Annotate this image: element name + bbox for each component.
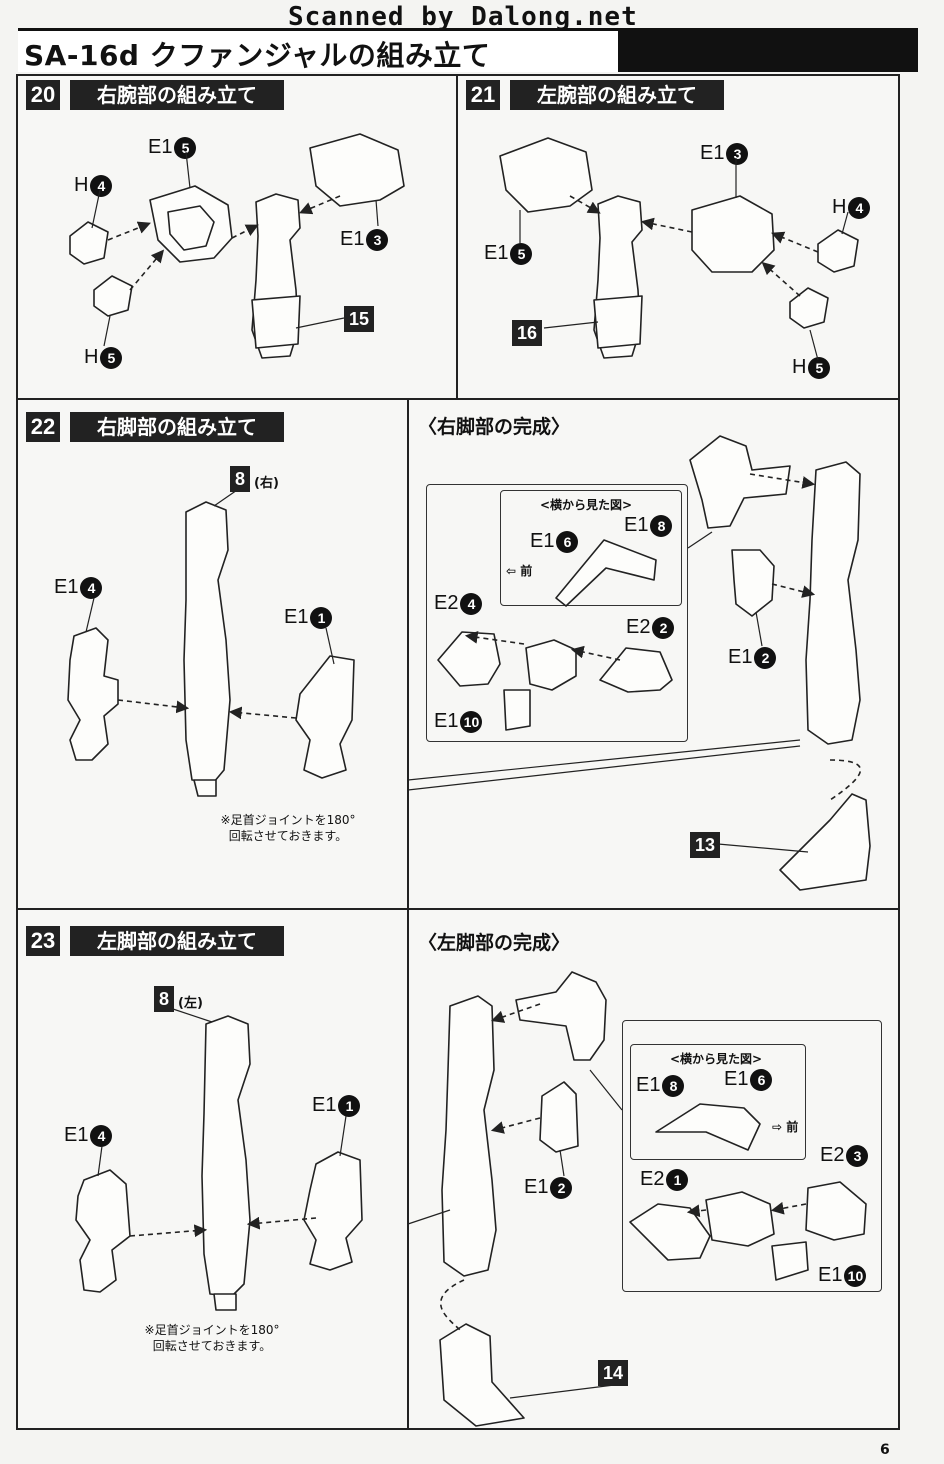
detail-inset — [426, 484, 688, 742]
side-view-title: <横から見た図> — [540, 498, 633, 512]
ankle-note: ※足首ジョイントを180° 回転させておきます。 — [220, 813, 356, 843]
front-indicator: ⇦ 前 — [506, 564, 533, 578]
front-indicator: ⇨ 前 — [772, 1120, 799, 1134]
assembly-ref: 8 — [154, 986, 174, 1012]
side-view-inset — [500, 490, 682, 606]
title-bar — [18, 28, 918, 72]
section-title: 〈右脚部の完成〉 — [418, 416, 571, 438]
assembly-ref: 16 — [512, 320, 542, 346]
ankle-note: ※足首ジョイントを180° 回転させておきます。 — [144, 1323, 280, 1353]
step-number: 23 — [26, 926, 60, 956]
step-title: 右脚部の組み立て — [70, 412, 284, 442]
step-number: 21 — [466, 80, 500, 110]
step-title: 右腕部の組み立て — [70, 80, 284, 110]
scan-watermark: Scanned by Dalong.net — [288, 2, 638, 32]
step-title: 左腕部の組み立て — [510, 80, 724, 110]
assembly-ref: 13 — [690, 832, 720, 858]
section-title: 〈左脚部の完成〉 — [418, 932, 571, 954]
assembly-ref: 14 — [598, 1360, 628, 1386]
side-view-inset — [630, 1044, 806, 1160]
side-label: (左) — [178, 996, 203, 1011]
step-title: 左脚部の組み立て — [70, 926, 284, 956]
title-bar-accent — [618, 28, 918, 72]
side-label: (右) — [254, 476, 279, 491]
assembly-ref: 8 — [230, 466, 250, 492]
step-number: 22 — [26, 412, 60, 442]
step-number: 20 — [26, 80, 60, 110]
page-title: SA-16d クファンジャルの組み立て — [24, 39, 491, 72]
side-view-title: <横から見た図> — [670, 1052, 763, 1066]
detail-inset — [622, 1020, 882, 1292]
page-number: 6 — [880, 1442, 890, 1458]
assembly-ref: 15 — [344, 306, 374, 332]
